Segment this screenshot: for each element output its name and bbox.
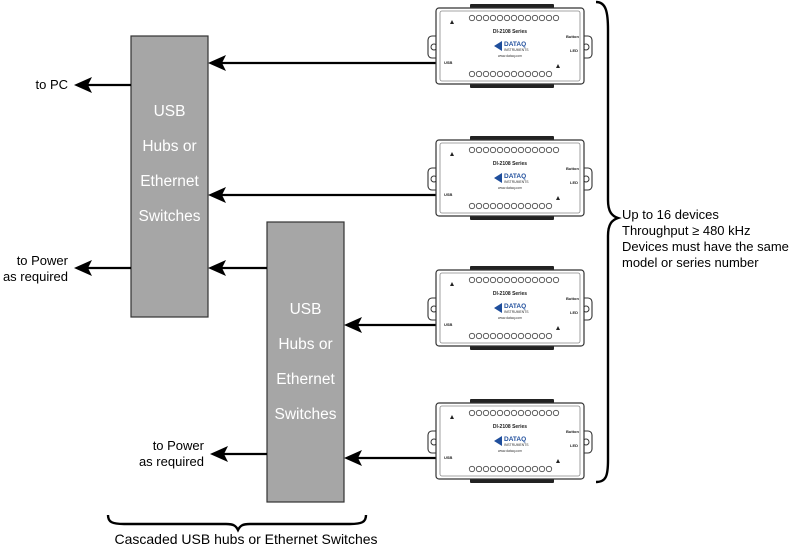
device-brand-logo: DATAQ bbox=[504, 173, 526, 180]
device-url: www.dataq.com bbox=[498, 186, 522, 190]
device-usb-label: USB bbox=[444, 192, 453, 197]
device-series-label: DI-2108 Series bbox=[493, 291, 527, 297]
arrow-power-lower-head bbox=[210, 446, 228, 462]
arrow-device-2-head bbox=[208, 187, 226, 203]
device-led-label: LED bbox=[570, 48, 578, 53]
hub-lower-box bbox=[266, 221, 345, 503]
device-led-label: LED bbox=[570, 180, 578, 185]
device-url: www.dataq.com bbox=[498, 449, 522, 453]
device-usb-label: USB bbox=[444, 60, 453, 65]
device-series-label: DI-2108 Series bbox=[493, 424, 527, 430]
device-stack: DI-2108 SeriesDATAQINSTRUMENTSwww.dataq.… bbox=[427, 3, 593, 484]
device-led-label: LED bbox=[570, 310, 578, 315]
device-brand-sub: INSTRUMENTS bbox=[504, 48, 529, 52]
arrow-device-1-head bbox=[208, 55, 226, 71]
note-line-4: model or series number bbox=[622, 255, 759, 270]
device-url: www.dataq.com bbox=[498, 316, 522, 320]
label-power-upper-2: as required bbox=[3, 269, 68, 284]
hub-lower-line-1: USB bbox=[290, 301, 322, 318]
hub-upper-box bbox=[130, 35, 209, 318]
device-brand-sub: INSTRUMENTS bbox=[504, 443, 529, 447]
hub-lower-line-3: Ethernet bbox=[276, 371, 335, 388]
hub-lower: USB Hubs or Ethernet Switches bbox=[266, 221, 345, 503]
arrow-power-upper-head bbox=[74, 260, 92, 276]
arrow-device-3-head bbox=[344, 317, 362, 333]
caption: Cascaded USB hubs or Ethernet Switches bbox=[114, 531, 377, 547]
device-series-label: DI-2108 Series bbox=[493, 29, 527, 35]
hub-lower-line-2: Hubs or bbox=[278, 336, 332, 353]
label-to-pc: to PC bbox=[35, 77, 68, 92]
note-line-2: Throughput ≥ 480 kHz bbox=[622, 223, 751, 238]
devices-brace bbox=[595, 0, 622, 484]
device-url: www.dataq.com bbox=[498, 54, 522, 58]
arrow-to-pc-head bbox=[74, 77, 92, 93]
note-line-3: Devices must have the same bbox=[622, 239, 789, 254]
hubs-brace bbox=[106, 514, 368, 533]
device-brand-logo: DATAQ bbox=[504, 41, 526, 48]
arrow-device-4-head bbox=[344, 450, 362, 466]
hub-lower-line-4: Switches bbox=[274, 406, 336, 423]
device-usb-label: USB bbox=[444, 322, 453, 327]
hub-upper: USB Hubs or Ethernet Switches bbox=[130, 35, 209, 318]
hub-upper-line-3: Ethernet bbox=[140, 173, 199, 190]
device-brand-sub: INSTRUMENTS bbox=[504, 180, 529, 184]
label-power-lower-2: as required bbox=[139, 454, 204, 469]
hub-upper-line-1: USB bbox=[154, 103, 186, 120]
device-button-label: Button bbox=[566, 34, 579, 39]
device-brand-logo: DATAQ bbox=[504, 303, 526, 310]
arrow-hub-cascade-head bbox=[208, 260, 226, 276]
label-power-lower-1: to Power bbox=[153, 438, 205, 453]
device-button-label: Button bbox=[566, 166, 579, 171]
label-power-upper-1: to Power bbox=[17, 253, 69, 268]
device-button-label: Button bbox=[566, 296, 579, 301]
device-button-label: Button bbox=[566, 429, 579, 434]
hub-upper-line-2: Hubs or bbox=[142, 138, 196, 155]
hub-upper-line-4: Switches bbox=[138, 208, 200, 225]
device-usb-label: USB bbox=[444, 455, 453, 460]
device-brand-sub: INSTRUMENTS bbox=[504, 310, 529, 314]
note-line-1: Up to 16 devices bbox=[622, 207, 719, 222]
connection-arrows bbox=[74, 55, 436, 466]
device-series-label: DI-2108 Series bbox=[493, 161, 527, 167]
device-brand-logo: DATAQ bbox=[504, 436, 526, 443]
device-led-label: LED bbox=[570, 443, 578, 448]
